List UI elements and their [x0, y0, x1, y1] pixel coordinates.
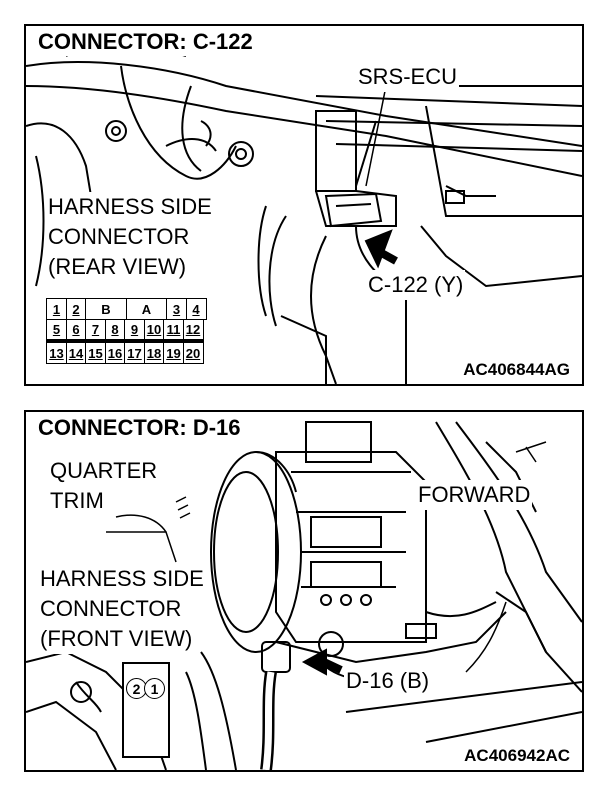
pin-cell: 4 [185, 298, 207, 320]
connector-c122-panel: CONNECTOR: C-122 SRS-ECU HARNESS SIDE CO… [24, 24, 584, 386]
pin-cell: 13 [46, 339, 67, 364]
d16-figure-code: AC406942AC [462, 746, 572, 766]
pin-row-3: 13 14 15 16 17 18 19 20 [46, 339, 205, 364]
pin-row-2: 5 6 7 8 9 10 11 12 [46, 318, 205, 341]
c122-connector-label: C-122 (Y) [366, 270, 466, 300]
pin-cell: 17 [124, 339, 145, 364]
pin-cell: 1 [46, 298, 67, 320]
connector-label: CONNECTOR [38, 594, 184, 624]
rear-view-label: (REAR VIEW) [46, 252, 189, 282]
pin-cell: 1 [144, 678, 165, 699]
quarter-label: QUARTER [48, 456, 160, 486]
c122-figure-code: AC406844AG [461, 360, 572, 380]
pin-cell: 6 [65, 318, 87, 341]
harness-side-label: HARNESS SIDE [46, 192, 214, 222]
connector-d16-panel: CONNECTOR: D-16 QUARTER TRIM FORWARD HAR… [24, 410, 584, 772]
d16-illustration [26, 421, 582, 770]
srs-ecu-label: SRS-ECU [356, 62, 460, 92]
d16-connector-face: 2 1 [122, 662, 170, 758]
connector-label: CONNECTOR [46, 222, 192, 252]
pin-cell: 18 [143, 339, 165, 364]
pin-cell: 9 [124, 318, 145, 341]
pin-cell: 2 [65, 298, 87, 320]
harness-side-label: HARNESS SIDE [38, 564, 206, 594]
pin-cell: A [125, 298, 168, 320]
pin-cell: 10 [143, 318, 165, 341]
forward-label: FORWARD [416, 480, 533, 510]
pin-cell: B [85, 298, 127, 320]
c122-title: CONNECTOR: C-122 [34, 28, 257, 56]
pin-cell: 16 [104, 339, 126, 364]
pin-cell: 15 [85, 339, 106, 364]
d16-connector-label: D-16 (B) [344, 666, 432, 696]
pin-cell: 12 [182, 318, 204, 341]
pin-cell: 11 [163, 318, 184, 341]
pin-cell: 8 [104, 318, 126, 341]
pin-cell: 7 [85, 318, 106, 341]
pin-cell: 5 [46, 318, 67, 341]
pin-cell: 20 [182, 339, 204, 364]
c122-pin-grid: 1 2 B A 3 4 5 6 7 8 9 10 11 12 13 14 15 … [46, 298, 207, 364]
d16-title: CONNECTOR: D-16 [34, 414, 245, 442]
pin-cell: 14 [65, 339, 87, 364]
pin-row-1: 1 2 B A 3 4 [46, 298, 207, 320]
front-view-label: (FRONT VIEW) [38, 624, 195, 654]
pin-cell: 19 [163, 339, 184, 364]
trim-label: TRIM [48, 486, 106, 516]
pin-cell: 3 [166, 298, 187, 320]
